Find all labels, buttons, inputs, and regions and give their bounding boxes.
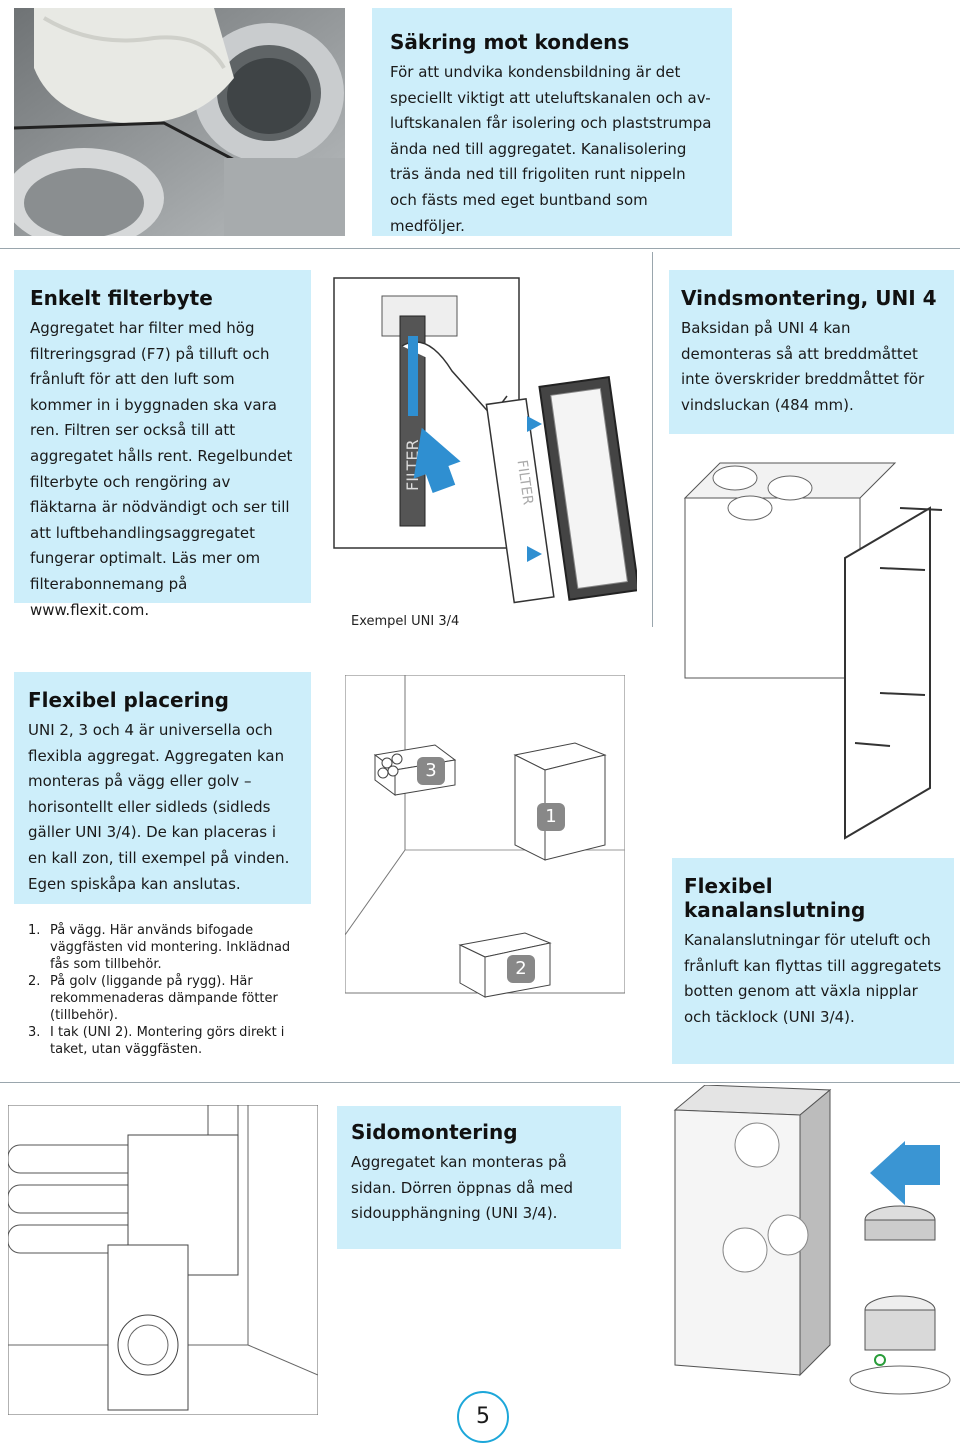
kondens-box: Säkring mot kondens För att undvika kond… bbox=[372, 8, 732, 236]
step-number: 1. bbox=[28, 923, 41, 938]
marker-1: 1 bbox=[537, 803, 565, 831]
divider bbox=[0, 248, 960, 249]
filter-caption: Exempel UNI 3/4 bbox=[351, 614, 460, 629]
unit-nipple-illustration bbox=[660, 1084, 955, 1395]
filterbyte-box: Enkelt filterbyte Aggregatet har filter … bbox=[14, 270, 311, 619]
vindsmontering-box: Vindsmontering, UNI 4 Baksidan på UNI 4 … bbox=[669, 270, 954, 434]
duct-insulation-photo bbox=[14, 8, 345, 236]
filterbyte-title: Enkelt filterbyte bbox=[30, 286, 213, 310]
filter-change-illustration: FILTER FILTER bbox=[332, 276, 640, 606]
list-item: 3. I tak (UNI 2). Montering görs direkt i… bbox=[28, 1024, 308, 1058]
kondens-title: Säkring mot kondens bbox=[390, 30, 630, 54]
kanalanslutning-title: Flexibel kanalanslutning bbox=[684, 874, 866, 922]
kondens-text: För att undvika kondensbildning är det s… bbox=[390, 63, 712, 235]
filterbyte-text: Aggregatet har filter med hög filtrering… bbox=[30, 319, 293, 619]
step-text: På golv (liggande på rygg). Här rekommen… bbox=[50, 974, 278, 1023]
divider bbox=[0, 1082, 960, 1083]
marker-2: 2 bbox=[507, 955, 535, 983]
kanalanslutning-box: Flexibel kanalanslutning Kanalanslutning… bbox=[672, 858, 954, 1064]
step-number: 3. bbox=[28, 1025, 41, 1040]
sidomontering-box: Sidomontering Aggregatet kan monteras på… bbox=[337, 1106, 621, 1249]
placement-steps: 1. På vägg. Här används bifogade väggfäst… bbox=[28, 922, 308, 1058]
vindsmontering-title: Vindsmontering, UNI 4 bbox=[681, 286, 937, 310]
placering-box: Flexibel placering UNI 2, 3 och 4 är uni… bbox=[14, 672, 311, 904]
placering-text: UNI 2, 3 och 4 är universella och flexib… bbox=[28, 721, 290, 893]
list-item: 1. På vägg. Här används bifogade väggfäst… bbox=[28, 922, 308, 973]
placement-illustration: 3 1 2 bbox=[344, 674, 626, 1005]
divider bbox=[652, 252, 653, 627]
filter-label-2: FILTER bbox=[514, 459, 536, 506]
step-number: 2. bbox=[28, 974, 41, 989]
marker-3: 3 bbox=[417, 757, 445, 785]
list-item: 2. På golv (liggande på rygg). Här rekomm… bbox=[28, 973, 308, 1024]
page-number: 5 bbox=[457, 1391, 509, 1443]
kanalanslutning-text: Kanalanslutningar för uteluft och frånlu… bbox=[684, 931, 942, 1026]
sidomontering-text: Aggregatet kan monteras på sidan. Dörren… bbox=[351, 1153, 574, 1223]
sidomontering-title: Sidomontering bbox=[351, 1120, 518, 1144]
step-text: I tak (UNI 2). Montering görs direkt i t… bbox=[50, 1025, 285, 1057]
placering-title: Flexibel placering bbox=[28, 688, 229, 712]
vindsmontering-text: Baksidan på UNI 4 kan demonteras så att … bbox=[681, 319, 925, 414]
filter-label-1: FILTER bbox=[403, 439, 422, 491]
step-text: På vägg. Här används bifogade väggfästen… bbox=[50, 923, 291, 972]
laundry-room-illustration bbox=[7, 1104, 319, 1416]
uni4-back-panel-illustration bbox=[680, 448, 955, 848]
